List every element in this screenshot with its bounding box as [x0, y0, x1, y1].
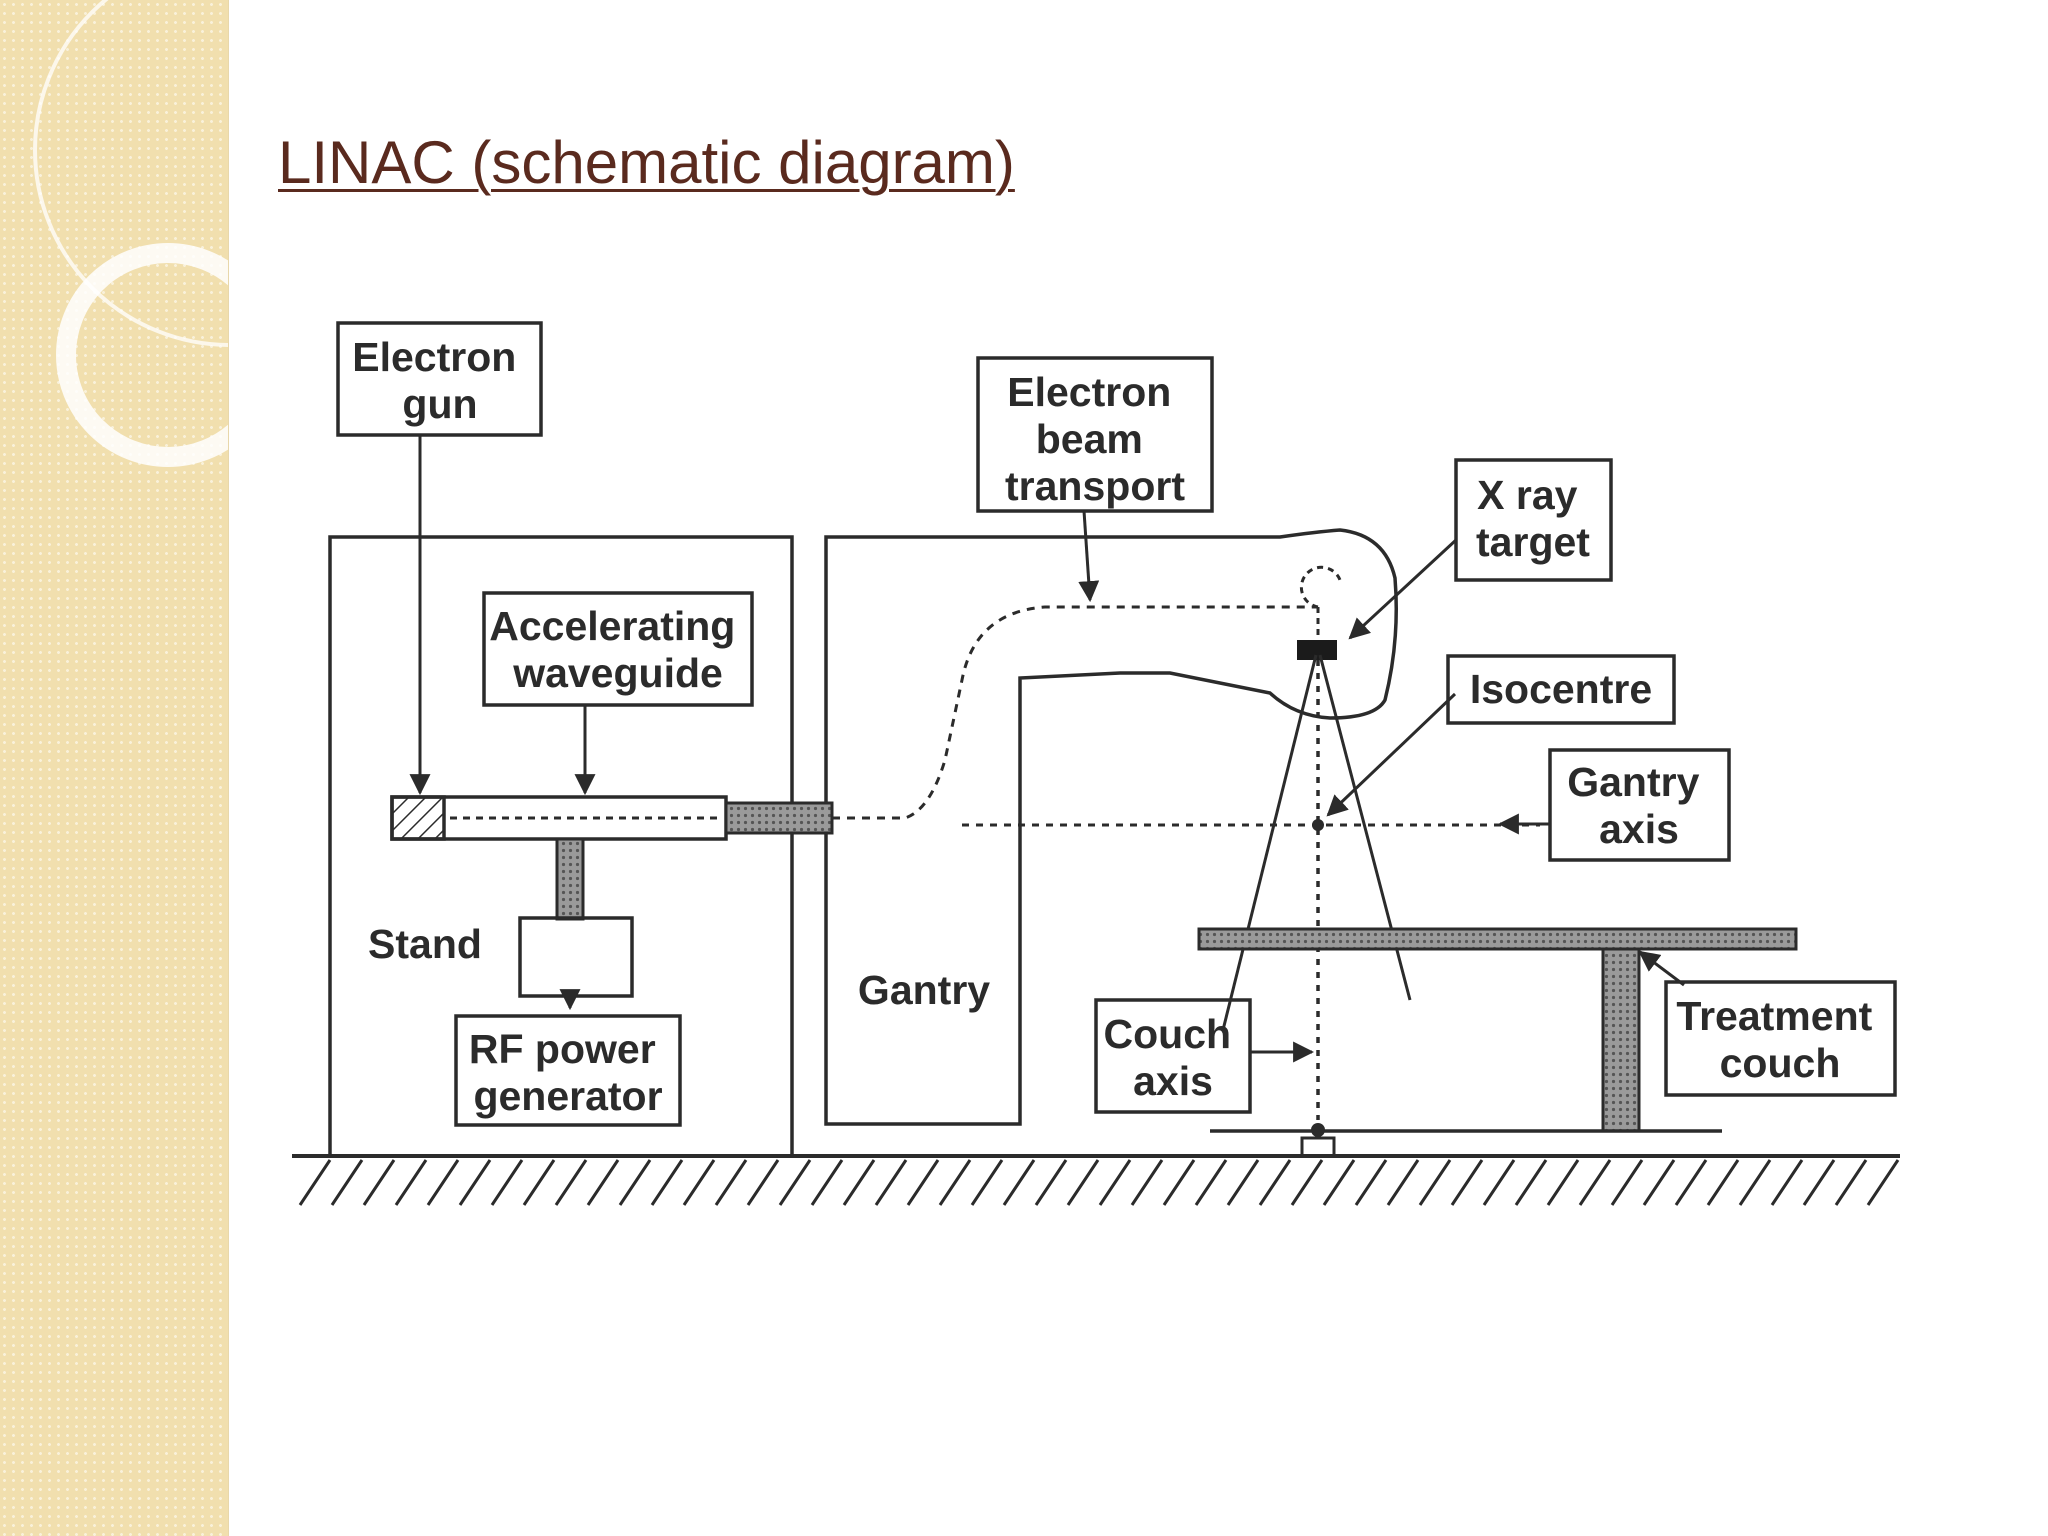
- waveguide-exit-tube: [724, 801, 834, 835]
- couch-pivot-marker: [1311, 1123, 1325, 1137]
- decorative-sidebar: [0, 0, 229, 1536]
- label-box-electron-gun: [336, 321, 543, 437]
- label-couch-axis: Couch axis: [1104, 1011, 1243, 1104]
- label-box-couch-axis: [1094, 998, 1252, 1114]
- arrow-isocentre: [1326, 692, 1457, 817]
- electron-gun-block: [390, 795, 446, 841]
- xray-target-block: [1297, 640, 1337, 660]
- arrow-electron-beam-transport: [1078, 510, 1100, 603]
- couch-tabletop: [1197, 927, 1798, 951]
- label-gantry: Gantry: [858, 967, 990, 1013]
- label-stand: Stand: [368, 921, 482, 967]
- label-treatment-couch: Treatment couch: [1676, 993, 1883, 1086]
- beam-edge-left: [1221, 654, 1318, 1031]
- beam-bending-arc: [1299, 565, 1342, 609]
- stand-column: [555, 837, 585, 921]
- decorative-rings: [33, 0, 228, 467]
- stand-cabinet: [328, 535, 794, 1156]
- isocentre-marker: [1312, 819, 1324, 831]
- label-box-rf-power-generator: [454, 1014, 682, 1127]
- gantry-outline: [824, 528, 1398, 1126]
- label-gantry-axis: Gantry axis: [1567, 759, 1711, 852]
- label-box-xray-target: [1454, 458, 1613, 582]
- label-box-gantry-axis: [1548, 748, 1731, 862]
- couch-pedestal: [1601, 947, 1641, 1133]
- slide-title: LINAC (schematic diagram): [278, 129, 1015, 196]
- floor-hatching: [298, 1159, 1900, 1206]
- label-box-isocentre: [1446, 654, 1676, 725]
- label-box-treatment-couch: [1664, 980, 1897, 1097]
- couch-pivot-bracket: [1300, 1136, 1336, 1156]
- label-electron-beam-transport: Electron beam transport: [1005, 369, 1185, 509]
- arrow-xray-target: [1348, 538, 1458, 640]
- label-box-accelerating-waveguide: [482, 591, 754, 707]
- arrow-treatment-couch: [1638, 950, 1685, 987]
- label-isocentre: Isocentre: [1470, 666, 1652, 712]
- label-box-electron-beam-transport: [976, 356, 1214, 513]
- label-electron-gun: Electron gun: [352, 334, 527, 427]
- label-rf-power-generator: RF power generator: [469, 1026, 667, 1119]
- electron-beam-path: [832, 605, 1318, 820]
- label-xray-target: X ray target: [1476, 472, 1590, 565]
- label-accelerating-waveguide: Accelerating waveguide: [489, 603, 747, 696]
- rf-generator-box: [518, 916, 634, 998]
